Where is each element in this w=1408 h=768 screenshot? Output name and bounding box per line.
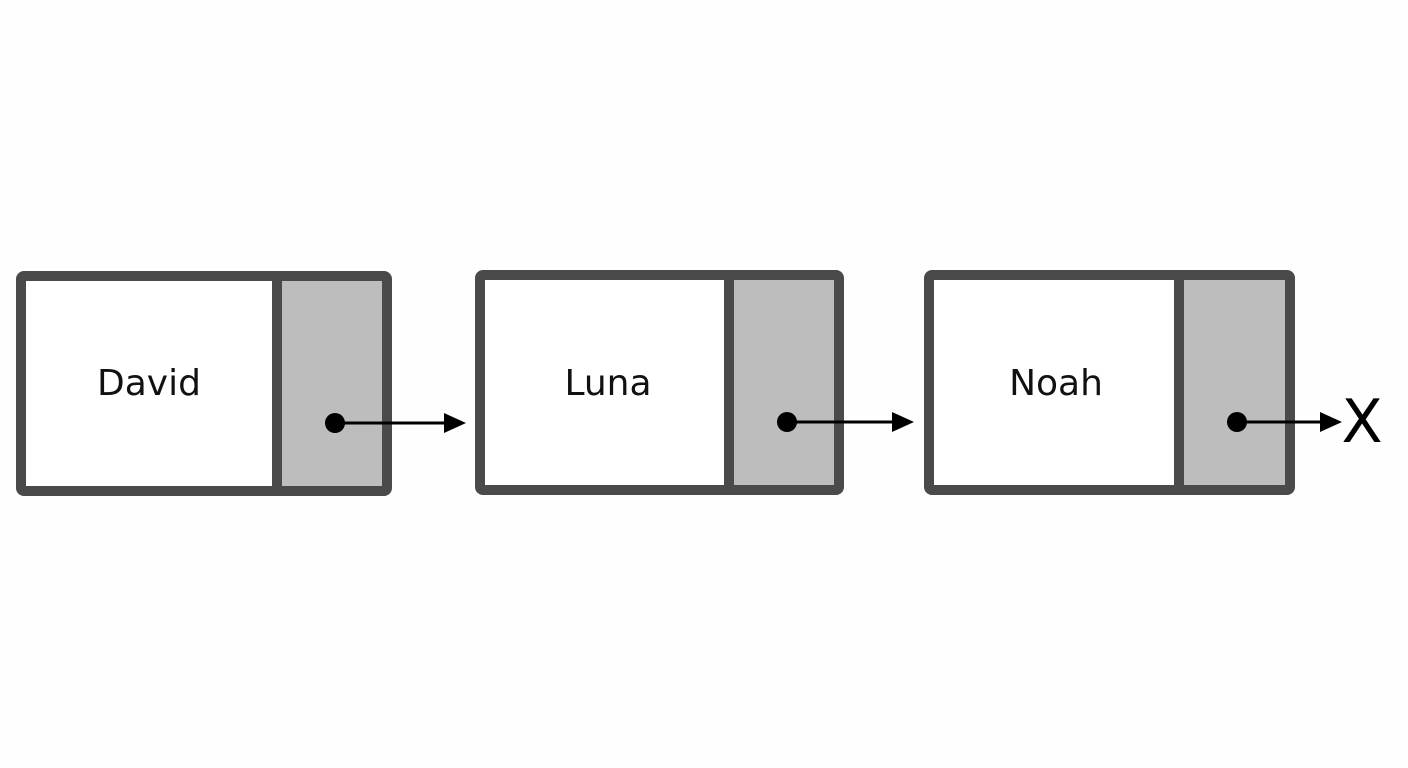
list-node: David	[16, 271, 392, 496]
node-value: David	[97, 363, 201, 404]
list-node: Noah	[924, 270, 1295, 495]
pointer-cell	[277, 281, 382, 486]
node-value: Luna	[564, 363, 651, 404]
list-node: Luna	[475, 270, 844, 495]
next-pointer-arrow	[335, 413, 466, 433]
pointer-cell	[1179, 280, 1285, 485]
null-terminator: X	[1341, 387, 1382, 457]
pointer-cell	[729, 280, 834, 485]
node-value: Noah	[1009, 363, 1103, 404]
next-pointer-arrow	[1237, 412, 1342, 432]
next-pointer-arrow	[787, 412, 914, 432]
